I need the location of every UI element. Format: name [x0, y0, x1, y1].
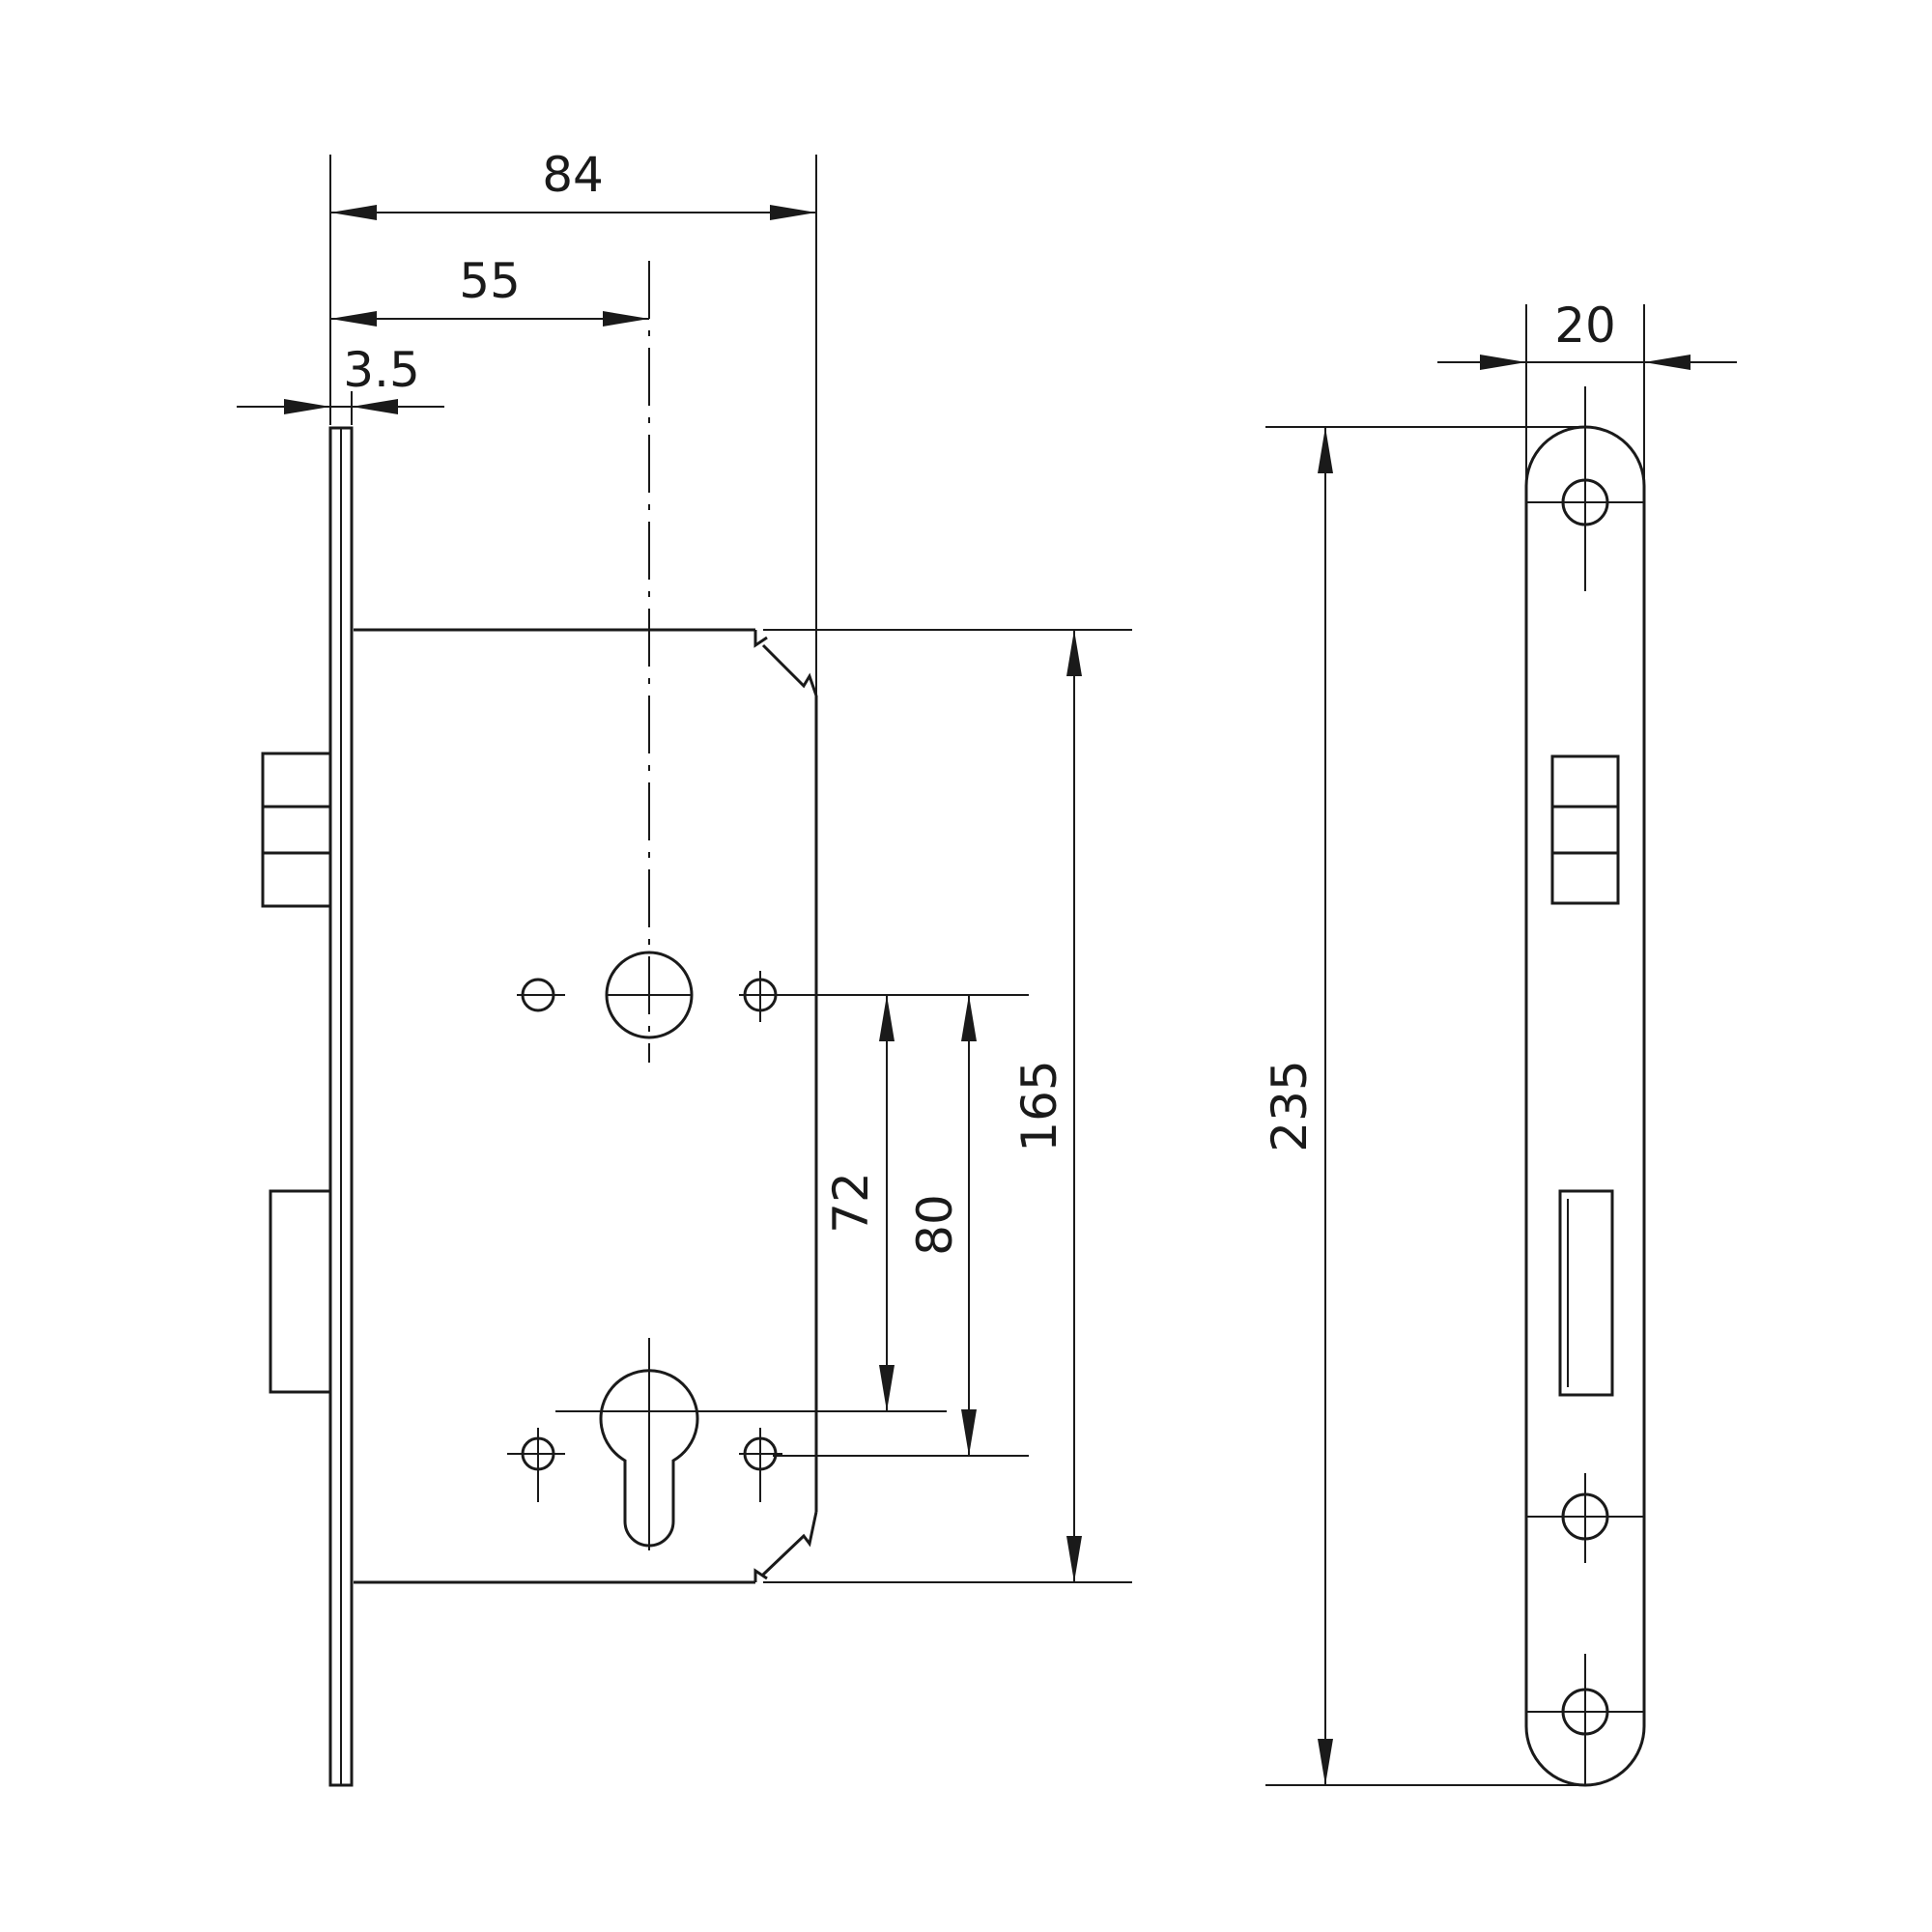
fixing-hole-upper-left — [517, 978, 565, 1012]
dim-165-label: 165 — [1011, 1060, 1067, 1151]
break-mark-bottom — [753, 1511, 818, 1582]
dim-faceplate-thickness: 3.5 — [237, 342, 444, 425]
screw-hole-middle — [1526, 1473, 1644, 1563]
fixing-hole-lower-left — [507, 1428, 565, 1502]
side-view: 84 55 3.5 165 72 — [237, 147, 1132, 1787]
latch-opening — [1550, 754, 1620, 905]
dim-235-label: 235 — [1262, 1060, 1318, 1151]
lock-case — [354, 628, 818, 1584]
dim-body-height: 165 — [1011, 630, 1082, 1582]
dim-distance-80: 80 — [907, 995, 977, 1456]
fixing-hole-lower-right — [739, 1428, 782, 1502]
dim-3-5-label: 3.5 — [343, 342, 420, 398]
dim-20-label: 20 — [1554, 298, 1616, 354]
dim-55-label: 55 — [459, 253, 521, 309]
latch-bolt — [261, 752, 332, 908]
dim-backset-total: 84 — [330, 147, 816, 220]
faceplate-front — [1524, 425, 1646, 1787]
screw-hole-bottom — [1526, 1654, 1644, 1785]
fixing-hole-upper-right — [739, 971, 782, 1022]
dim-80-label: 80 — [907, 1194, 963, 1256]
front-view: 20 235 — [1262, 298, 1737, 1787]
dim-faceplate-width: 20 — [1437, 298, 1737, 370]
dim-faceplate-length: 235 — [1262, 427, 1333, 1785]
dim-backset: 55 — [330, 253, 649, 327]
deadbolt-opening — [1558, 1189, 1614, 1397]
dim-distance-72: 72 — [823, 995, 895, 1411]
dead-bolt — [269, 1189, 332, 1394]
dim-72-label: 72 — [823, 1172, 879, 1234]
screw-hole-top — [1526, 386, 1644, 591]
break-mark-top — [753, 630, 818, 696]
dim-84-label: 84 — [542, 147, 604, 203]
